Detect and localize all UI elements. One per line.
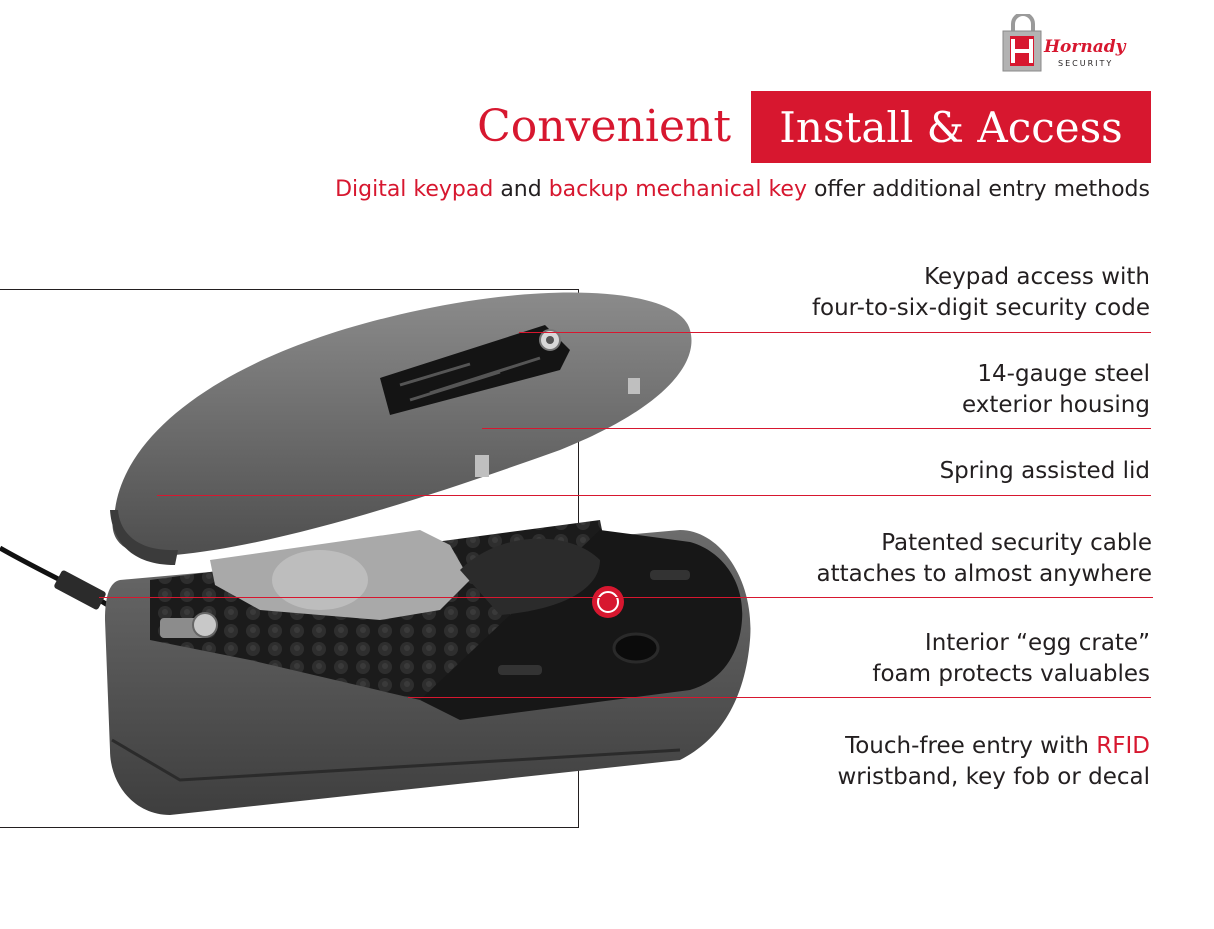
callout-rfid-line2: wristband, key fob or decal	[837, 764, 1150, 790]
title-convenient: Convenient	[477, 101, 731, 152]
callout-cable-line1: Patented security cable	[881, 530, 1152, 556]
callout-security-cable: Patented security cable attaches to almo…	[817, 528, 1153, 590]
leader-line-lid	[157, 495, 1151, 496]
leader-line-foam	[408, 697, 1151, 698]
callout-steel-line2: exterior housing	[962, 392, 1150, 418]
subtitle-digital-keypad: Digital keypad	[335, 177, 494, 202]
headline: Convenient Install & Access	[0, 91, 1151, 163]
hornady-security-logo: Hornady SECURITY	[1002, 14, 1127, 72]
callout-cable-line2: attaches to almost anywhere	[816, 561, 1153, 587]
callout-steel-housing: 14-gauge steel exterior housing	[962, 359, 1150, 421]
callout-foam-line1: Interior “egg crate”	[924, 630, 1150, 656]
callout-rfid-highlight: RFID	[1096, 733, 1150, 759]
subtitle: Digital keypad and backup mechanical key…	[335, 175, 1150, 205]
callout-spring-line1: Spring assisted lid	[939, 458, 1150, 484]
callout-keypad-line1: Keypad access with	[924, 264, 1150, 290]
leader-line-housing	[482, 428, 1151, 429]
leader-line-keypad	[519, 332, 1151, 333]
callout-rfid-line1: Touch-free entry with RFID	[837, 731, 1150, 762]
title-install-access-box: Install & Access	[751, 91, 1151, 163]
callout-keypad-access: Keypad access with four-to-six-digit sec…	[812, 262, 1150, 324]
callout-egg-crate-foam: Interior “egg crate” foam protects valua…	[872, 628, 1150, 690]
subtitle-backup-key: backup mechanical key	[548, 177, 807, 202]
subtitle-rest: offer additional entry methods	[806, 177, 1150, 202]
callout-foam-line2: foam protects valuables	[872, 661, 1150, 687]
callout-steel-line1: 14-gauge steel	[977, 361, 1150, 387]
callout-spring-lid: Spring assisted lid	[940, 456, 1150, 487]
callout-keypad-line2: four-to-six-digit security code	[811, 295, 1150, 321]
svg-text:Hornady: Hornady	[1043, 37, 1127, 57]
safe-product-image	[0, 292, 751, 815]
callout-rfid-prefix: Touch-free entry with	[845, 733, 1097, 759]
svg-text:SECURITY: SECURITY	[1058, 59, 1113, 68]
title-install-access: Install & Access	[779, 102, 1123, 152]
subtitle-and: and	[493, 177, 549, 202]
leader-line-cable	[99, 597, 1153, 598]
callout-rfid-entry: Touch-free entry with RFID wristband, ke…	[837, 731, 1150, 793]
